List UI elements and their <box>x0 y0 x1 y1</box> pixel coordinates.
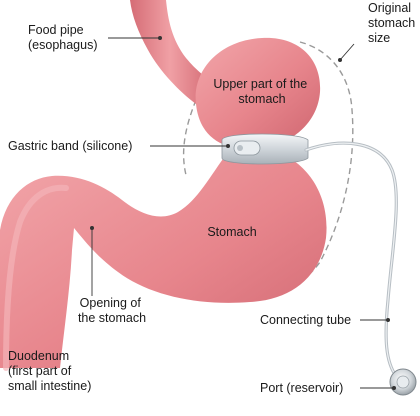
leader-lines <box>90 36 396 390</box>
label-opening-of-stomach: Opening of the stomach <box>78 296 146 325</box>
original-stomach-outline-left <box>182 99 197 176</box>
label-connecting-tube: Connecting tube <box>260 313 351 327</box>
gastric-band <box>221 133 309 165</box>
esophagus <box>130 0 210 104</box>
label-gastric-band: Gastric band (silicone) <box>8 139 132 153</box>
label-original-stomach-size: Original stomach size <box>368 1 419 45</box>
stomach-body <box>0 152 327 368</box>
port-reservoir <box>389 368 417 396</box>
label-food-pipe: Food pipe (esophagus) <box>28 23 98 52</box>
label-upper-stomach: Upper part of the stomach <box>213 77 310 106</box>
label-stomach: Stomach <box>207 225 256 239</box>
label-duodenum: Duodenum (first part of small intestine) <box>8 349 91 393</box>
upper-stomach-pouch <box>195 37 321 146</box>
label-port: Port (reservoir) <box>260 381 343 395</box>
duodenum-tube <box>3 184 69 371</box>
